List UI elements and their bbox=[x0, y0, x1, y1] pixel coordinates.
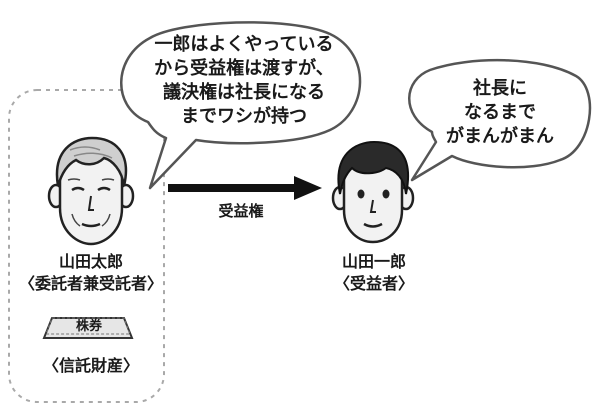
trust-frame bbox=[8, 89, 165, 403]
old-man-icon bbox=[47, 136, 135, 246]
beneficiary-speech-line-3: がまんがまん bbox=[446, 126, 554, 147]
settlor-speech-line-1: 一郎はよくやっている bbox=[154, 34, 334, 55]
settlor-speech-line-2: から受益権は渡すが、 bbox=[154, 58, 334, 79]
stock-certificate-label: 株券 bbox=[75, 319, 102, 334]
settlor-speech-text: 一郎はよくやっている から受益権は渡すが、 議決権は社長になる までワシが持つ bbox=[140, 36, 348, 126]
arrow-label: 受益権 bbox=[218, 202, 264, 220]
young-man-icon bbox=[331, 140, 415, 244]
arrow-icon bbox=[168, 176, 322, 200]
beneficiary-speech-line-2: なるまで bbox=[464, 102, 536, 123]
settlor-speech-bubble bbox=[120, 21, 362, 190]
settlor-role: 〈委託者兼受託者〉 bbox=[18, 274, 163, 293]
settlor-speech-line-3: 議決権は社長になる bbox=[163, 82, 325, 103]
stock-certificate-icon bbox=[42, 317, 134, 339]
trust-asset-caption: 〈信託財産〉 bbox=[42, 356, 139, 375]
beneficiary-speech-text: 社長に なるまで がまんがまん bbox=[420, 80, 580, 146]
beneficiary-speech-line-1: 社長に bbox=[473, 78, 527, 99]
settlor-speech-line-4: までワシが持つ bbox=[181, 106, 307, 127]
settlor-name: 山田太郎 bbox=[58, 252, 123, 271]
beneficiary-speech-bubble bbox=[408, 58, 592, 182]
beneficiary-name: 山田一郎 bbox=[341, 252, 406, 271]
beneficiary-role: 〈受益者〉 bbox=[333, 274, 414, 293]
